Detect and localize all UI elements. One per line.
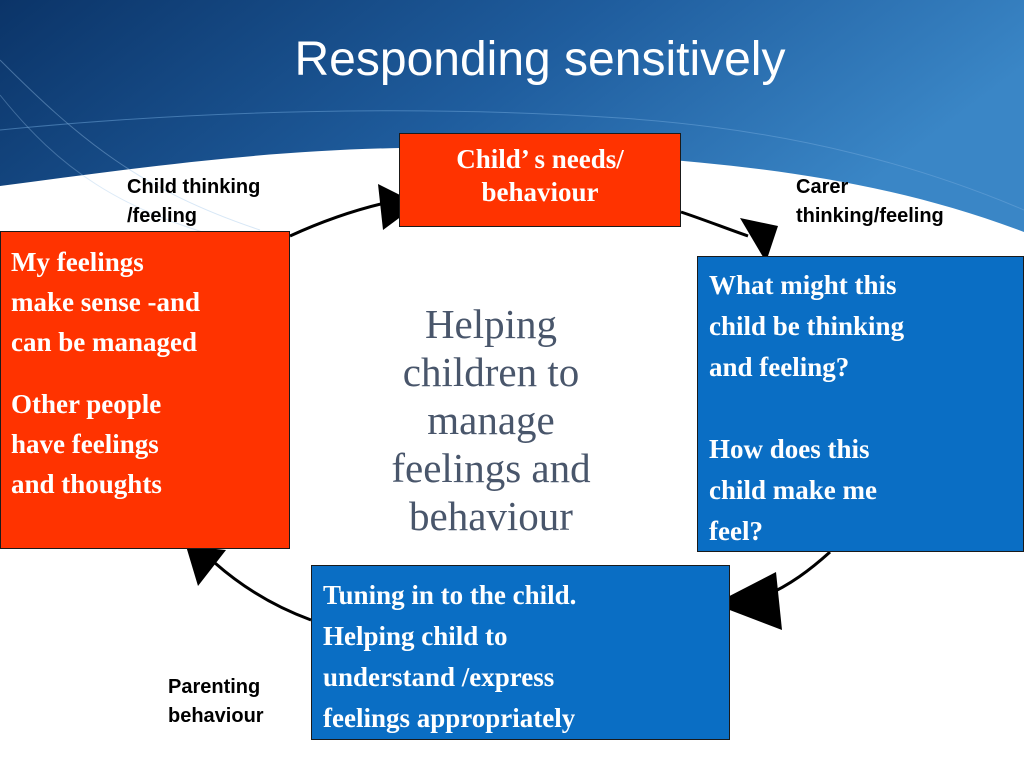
box-paragraph: How does this child make me feel? [709,429,1013,552]
center-line: behaviour [409,493,573,539]
box-line: How does this [709,434,870,464]
arrowhead-to-feelings [186,546,226,586]
arrowhead-to-carer [740,218,778,262]
label-line: Child thinking [127,176,261,198]
label-line: Parenting [168,676,261,698]
label-line: thinking/feeling [796,205,944,227]
label-line: behaviour [168,705,264,727]
label-carer-thinking: Carer thinking/feeling [796,173,944,231]
tuning-in-box: Tuning in to the child. Helping child to… [311,565,730,740]
box-line: can be managed [11,327,198,357]
box-line: behaviour [481,177,599,207]
label-line: /feeling [127,205,198,227]
center-line: manage [427,397,555,443]
header-wave-highlight [0,94,231,241]
page-title: Responding sensitively [294,33,786,86]
center-line: Helping [424,301,558,347]
arrowhead-to-tuning [714,572,782,630]
center-text: Helping children to manage feelings and … [345,300,637,540]
box-paragraph: Other people have feelings and thoughts [11,384,279,504]
box-line: make sense -and [11,287,201,317]
box-line: Other people [11,389,162,419]
box-line: My feelings [11,247,144,277]
box-line: feel? [709,516,763,546]
box-line: and thoughts [11,469,162,499]
box-line: Tuning in to the child. [323,580,577,610]
label-child-thinking: Child thinking /feeling [127,173,260,231]
cycle-arc-bottom-left [214,561,312,622]
box-line: child be thinking [709,311,905,341]
header-wave-highlight [0,110,1024,211]
box-line: understand /express [323,662,555,692]
center-line: feelings and [391,445,591,491]
box-line: Helping child to [323,621,508,651]
box-line: feelings appropriately [323,703,576,733]
box-line: have feelings [11,429,159,459]
cycle-arc-top-left [289,201,386,238]
box-line: Child’ s needs/ [456,144,624,174]
carer-questions-box: What might this child be thinking and fe… [697,256,1024,552]
center-line: children to [402,349,580,395]
header-wave [0,0,1024,232]
arrowhead-to-needs [378,184,418,230]
label-parenting-behaviour: Parenting behaviour [168,673,264,731]
box-line: child make me [709,475,877,505]
label-line: Carer [796,176,849,198]
box-paragraph: What might this child be thinking and fe… [709,265,1013,388]
childs-needs-box: Child’ s needs/ behaviour [399,133,681,227]
box-line: and feeling? [709,352,850,382]
box-line: What might this [709,270,897,300]
box-paragraph: My feelings make sense -and can be manag… [11,242,279,362]
header-wave-highlight [0,59,261,231]
cycle-arc-top-right [680,210,749,238]
child-feelings-box: My feelings make sense -and can be manag… [0,231,290,549]
